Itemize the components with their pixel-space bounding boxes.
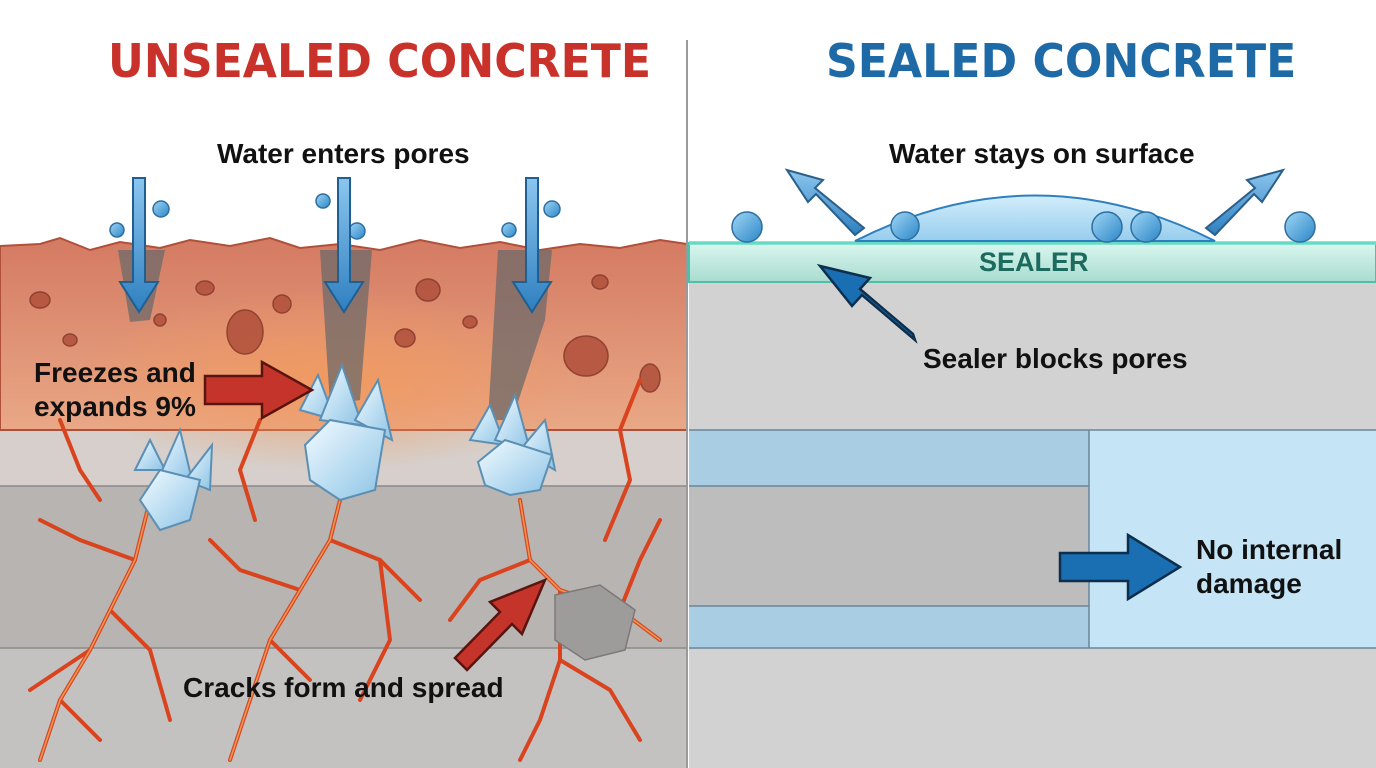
cracks-label: Cracks form and spread <box>183 672 504 703</box>
blue-arrow-icon <box>784 168 1286 237</box>
sealer-label: SEALER <box>979 247 1089 277</box>
unsealed-panel <box>0 177 688 768</box>
blue-arrow-icon <box>816 263 1183 602</box>
no-damage-label: No internal damage <box>1196 534 1343 599</box>
red-arrow-icon <box>203 359 548 672</box>
unsealed-title: UNSEALED CONCRETE <box>108 34 652 88</box>
sealed-title: SEALED CONCRETE <box>826 34 1297 88</box>
down-arrow-icon <box>118 177 553 314</box>
water-drop-icon <box>731 211 1316 243</box>
sealer-blocks-label: Sealer blocks pores <box>923 343 1188 374</box>
freezes-label: Freezes and expands 9% <box>34 357 196 422</box>
sealed-panel <box>688 168 1376 768</box>
ice-crystal-icon <box>133 426 214 532</box>
ice-crystal-icon <box>298 362 394 502</box>
water-drop-icon <box>109 193 561 240</box>
water-stays-label: Water stays on surface <box>889 138 1195 169</box>
sealer-layer <box>688 242 1376 283</box>
ice-crystal-icon <box>468 392 557 497</box>
water-enters-label: Water enters pores <box>217 138 470 169</box>
